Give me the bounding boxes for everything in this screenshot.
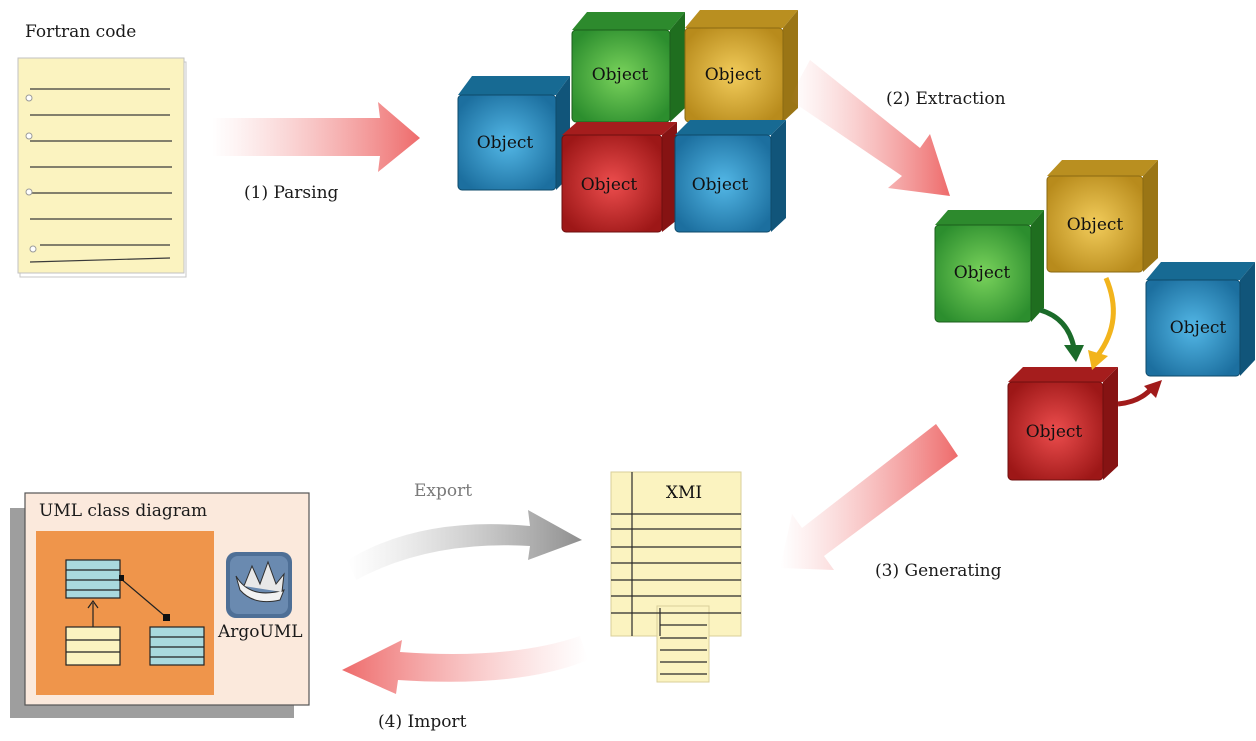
object-cube-green-2: [934, 210, 1044, 323]
argouml-label: ArgoUML: [218, 622, 303, 642]
xmi-document: XMI: [610, 471, 742, 683]
object-cube-yellow-1: [684, 10, 798, 123]
relation-arrow-green: [1039, 307, 1077, 349]
parsing-arrow: [212, 102, 420, 172]
extraction-label: (2) Extraction: [886, 89, 1006, 109]
uml-class-diagram-panel: [10, 492, 310, 718]
generating-arrow: [780, 424, 958, 570]
object-cube-green-1: [571, 12, 685, 123]
extraction-arrow: [790, 60, 950, 196]
object-label: Object: [592, 65, 649, 85]
generating-label: (3) Generating: [875, 561, 1002, 581]
object-label: Object: [581, 175, 638, 195]
object-label: Object: [705, 65, 762, 85]
fortran-code-label: Fortran code: [25, 22, 137, 42]
fortran-code-document: [17, 57, 187, 278]
relation-arrow-yellow: [1095, 277, 1116, 357]
object-label: Object: [692, 175, 749, 195]
extracted-objects: Object Object Object Object: [934, 160, 1255, 481]
object-cluster: Object Object Object Object Object: [457, 10, 798, 233]
object-label: Object: [1026, 422, 1083, 442]
parsing-label: (1) Parsing: [244, 183, 339, 203]
object-cube-blue-3: [1145, 262, 1255, 377]
relation-arrow-red: [1117, 386, 1154, 407]
object-label: Object: [1067, 215, 1124, 235]
xmi-label: XMI: [666, 483, 702, 503]
export-arrow: [348, 510, 582, 580]
object-label: Object: [477, 133, 534, 153]
object-label: Object: [1170, 318, 1227, 338]
object-cube-blue-1: [457, 76, 570, 191]
object-label: Object: [954, 263, 1011, 283]
object-cube-red-1: [561, 122, 677, 233]
object-cube-yellow-2: [1046, 160, 1158, 273]
uml-class-diagram-title: UML class diagram: [39, 501, 208, 521]
object-cube-red-2: [1007, 367, 1118, 481]
import-arrow: [342, 636, 588, 694]
object-cube-blue-2: [674, 120, 786, 233]
argouml-icon: [226, 552, 292, 618]
export-label: Export: [414, 481, 473, 501]
import-label: (4) Import: [378, 712, 467, 732]
